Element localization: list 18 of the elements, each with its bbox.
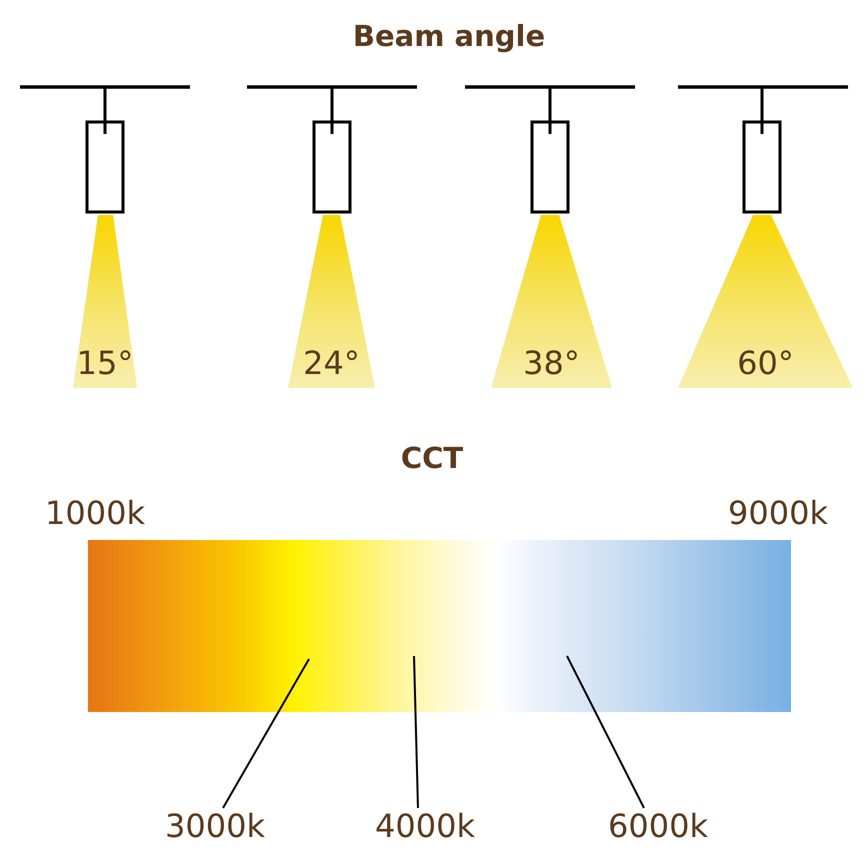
light-beam: [288, 215, 375, 388]
beam-angle-label: 24°: [303, 347, 360, 379]
light-beam: [678, 215, 853, 388]
leader-line: [413, 656, 419, 808]
section-heading: Beam angle: [352, 22, 546, 51]
scale-label: 1000k: [45, 497, 145, 529]
section-heading: CCT: [400, 444, 464, 473]
color-temperature-gradient-bar: [88, 540, 791, 712]
temperature-label: 4000k: [375, 810, 475, 842]
light-beam: [73, 215, 137, 388]
beam-angle-label: 15°: [76, 347, 134, 379]
light-beam: [491, 215, 612, 388]
temperature-label: 6000k: [608, 810, 708, 842]
temperature-label: 3000k: [165, 810, 265, 842]
beam-angle-label: 38°: [523, 347, 580, 379]
scale-label: 9000k: [728, 497, 828, 529]
beam-angle-label: 60°: [737, 347, 794, 379]
leader-line: [566, 656, 645, 808]
